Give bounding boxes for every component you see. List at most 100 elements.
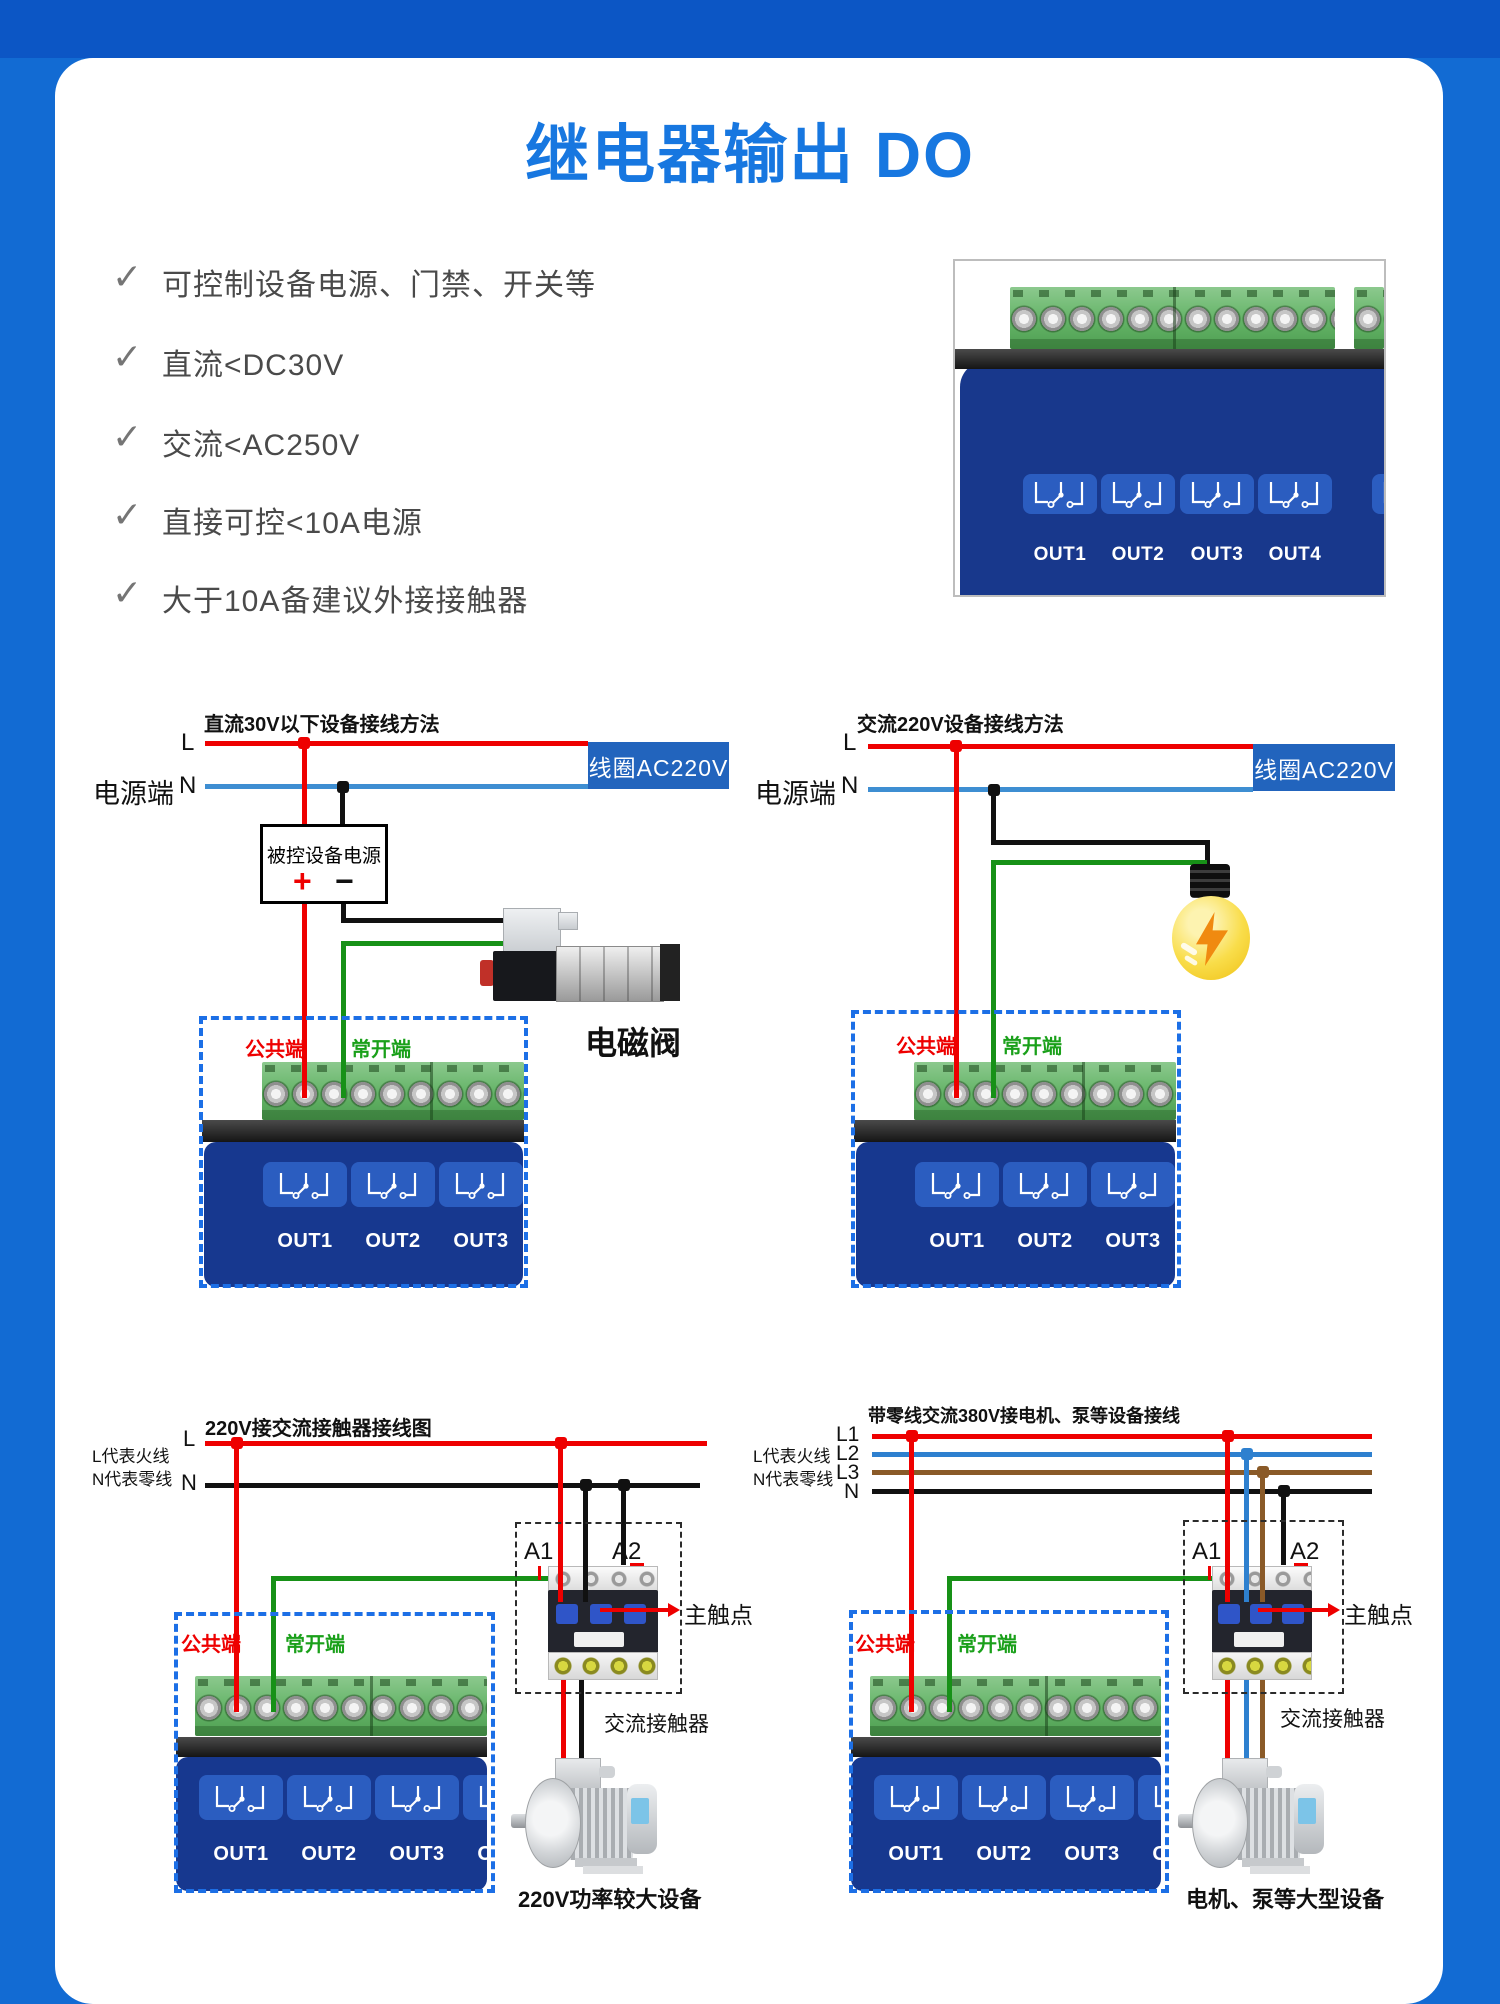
relay-contact-icon — [1101, 474, 1175, 514]
feature-item: 直流<DC30V — [162, 349, 345, 382]
device-label: 220V功率较大设备 — [518, 1887, 702, 1912]
relay-contact-icon — [962, 1775, 1046, 1820]
a2-label: A2 — [612, 1538, 642, 1565]
terminal-strip — [870, 1676, 1161, 1736]
line-n-label: N — [179, 772, 197, 799]
green-wire — [947, 1576, 952, 1712]
relay-contact-icon — [1050, 1775, 1134, 1820]
out-label: OUT3 — [389, 1843, 445, 1865]
main-contact-arrowhead — [668, 1603, 680, 1617]
power-side-label: 电源端 — [93, 779, 174, 809]
diagram-title: 220V接交流接触器接线图 — [205, 1418, 432, 1440]
relay-contact-icon — [263, 1162, 347, 1207]
motor — [511, 1758, 657, 1876]
out-label: OUT1 — [277, 1230, 333, 1252]
solenoid-valve-body — [556, 946, 664, 1002]
top-border-bar — [0, 0, 1500, 58]
out-label: OUT1 — [888, 1843, 944, 1865]
pcb-edge — [851, 1737, 1161, 1757]
page-title: 继电器输出 DO — [525, 119, 975, 191]
legend-neutral: N代表零线 — [753, 1470, 834, 1489]
a1-pointer — [538, 1566, 541, 1580]
contactor — [548, 1566, 658, 1680]
line-l-label: L — [183, 1426, 196, 1451]
junction-dot — [298, 737, 310, 749]
out-label: OUT3 — [1105, 1230, 1161, 1252]
live-wire — [205, 1441, 707, 1446]
relay-module-dashed-region — [851, 1010, 1181, 1288]
relay-contact-icon — [1138, 1775, 1161, 1820]
green-wire — [271, 1576, 561, 1581]
solenoid-end-cap — [660, 944, 680, 1001]
controlled-power-box: 被控设备电源 + − — [260, 824, 388, 904]
main-contact-arrow — [600, 1608, 672, 1612]
l2-wire — [872, 1452, 1372, 1457]
line-l3-label: L3 — [836, 1461, 860, 1484]
relay-board: OUT1 OUT2 OUT3 OUT4 DO1 DO2 DO3 DO4 — [960, 361, 1384, 595]
bulb-cap — [1190, 864, 1230, 898]
relay-contact-icon — [463, 1775, 487, 1820]
a1-label: A1 — [524, 1538, 554, 1565]
out-label: OUT2 — [976, 1843, 1032, 1865]
red-wire — [302, 901, 307, 1098]
power-side-label: 电源端 — [755, 779, 836, 809]
feature-item: 可控制设备电源、门禁、开关等 — [162, 269, 596, 302]
diagram-title: 直流30V以下设备接线方法 — [204, 714, 440, 736]
no-terminal-label: 常开端 — [285, 1634, 345, 1656]
relay-contact-icon — [874, 1775, 958, 1820]
pcb-edge — [176, 1737, 487, 1757]
junction-dot — [988, 784, 1000, 796]
neutral-wire — [205, 784, 588, 789]
black-wire — [621, 1485, 626, 1565]
black-wire — [340, 787, 345, 827]
green-wire — [947, 1576, 1217, 1581]
out-label: OUT3 — [453, 1230, 509, 1252]
relay-module-panel: OUT1 OUT2 OUT3 OUT4 — [851, 1757, 1161, 1891]
contactor-dashed-region — [1183, 1520, 1344, 1694]
plus-terminal: + — [293, 863, 312, 899]
controlled-power-label: 被控设备电源 — [266, 846, 381, 867]
a2-pointer — [1294, 1563, 1308, 1566]
red-wire — [1225, 1668, 1230, 1772]
check-icon: ✓ — [112, 416, 143, 457]
solenoid-knob — [480, 960, 494, 986]
junction-dot — [950, 740, 962, 752]
no-terminal-label: 常开端 — [351, 1039, 411, 1061]
main-contact-arrow — [1258, 1608, 1332, 1612]
live-wire — [868, 744, 1253, 749]
black-wire — [1205, 840, 1210, 872]
black-wire — [341, 899, 346, 923]
black-wire — [579, 1668, 584, 1772]
diagram-title: 交流220V设备接线方法 — [857, 714, 1064, 736]
main-contact-label: 主触点 — [684, 1602, 753, 1628]
neutral-wire — [205, 1483, 700, 1488]
line-l-label: L — [181, 729, 195, 756]
check-icon: ✓ — [112, 256, 143, 297]
blue-wire — [1244, 1452, 1249, 1602]
coil-badge: 线圈AC220V — [588, 742, 729, 789]
relay-contact-icon — [1372, 474, 1384, 514]
common-terminal-label: 公共端 — [245, 1039, 305, 1061]
common-terminal-label: 公共端 — [855, 1634, 915, 1656]
line-l-label: L — [843, 729, 857, 756]
out-label: OUT2 — [1111, 544, 1165, 565]
line-n-label: N — [181, 1470, 197, 1495]
solenoid-connector — [503, 908, 561, 956]
junction-dot — [337, 781, 349, 793]
relay-module-panel: OUT1 OUT2 OUT3 OUT4 — [176, 1757, 487, 1891]
out-label: OUT4 — [1152, 1843, 1161, 1865]
terminal-strip — [195, 1676, 487, 1736]
out-label: OUT2 — [365, 1230, 421, 1252]
relay-contact-icon — [287, 1775, 371, 1820]
a2-label: A2 — [1290, 1538, 1320, 1565]
a2-pointer — [630, 1563, 644, 1566]
check-icon: ✓ — [112, 336, 143, 377]
minus-terminal: − — [335, 863, 354, 899]
black-wire — [1281, 1489, 1286, 1565]
relay-contact-icon — [1091, 1162, 1175, 1207]
relay-module-dashed-region — [849, 1610, 1169, 1893]
out-label: OUT2 — [1017, 1230, 1073, 1252]
brown-wire — [1260, 1668, 1265, 1772]
relay-contact-icon — [1003, 1162, 1087, 1207]
